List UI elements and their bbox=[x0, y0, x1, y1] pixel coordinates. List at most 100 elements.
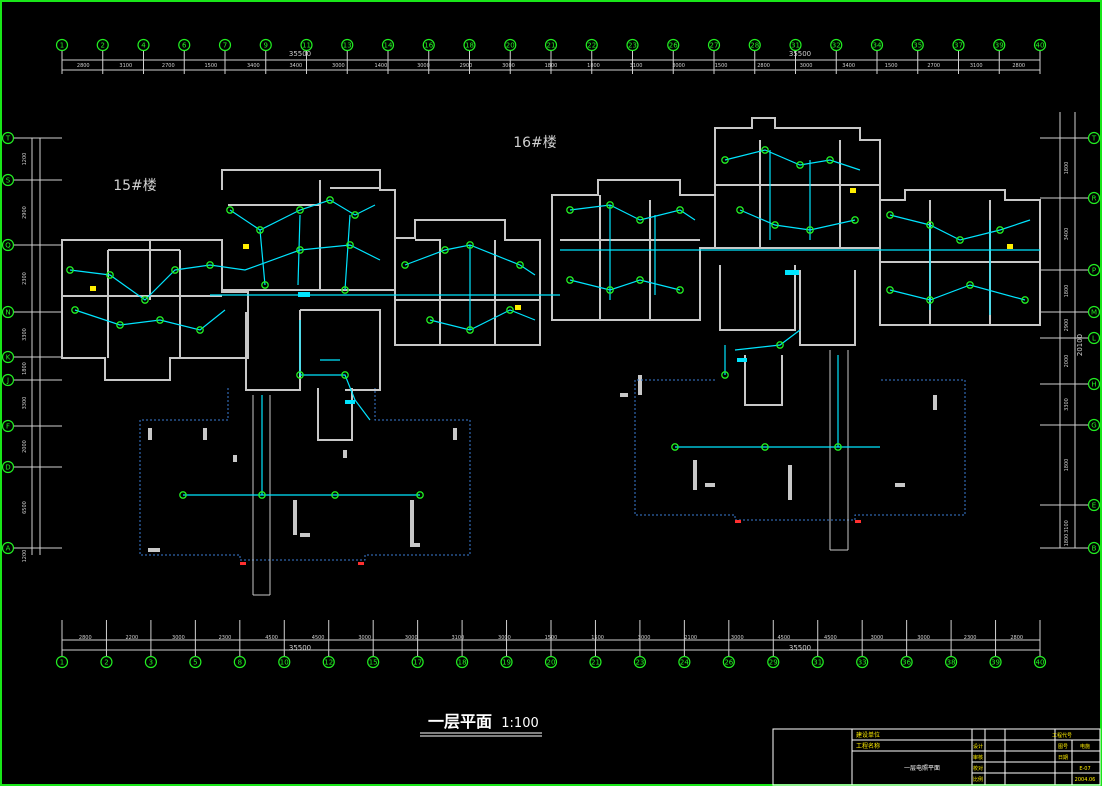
building-15-walls bbox=[61, 169, 541, 441]
light-fixture-7 bbox=[156, 316, 164, 324]
bottom-dim-18: 3000 bbox=[917, 635, 930, 641]
title-block-cell-9: 2004.06 bbox=[1075, 777, 1096, 783]
left-dimension-band bbox=[31, 138, 41, 555]
right-dim-0: 1800 bbox=[1064, 162, 1070, 175]
light-fixture-25 bbox=[179, 491, 187, 499]
top-dim-12: 1800 bbox=[587, 63, 600, 69]
top-axis-0-bubble bbox=[55, 38, 69, 52]
light-fixture-40 bbox=[761, 146, 769, 154]
bottom-dim-6: 3000 bbox=[358, 635, 371, 641]
bottom-axis-19: 36 bbox=[902, 659, 911, 667]
left-axis-markers: TSQNKJFDA1200290023003300180033002000650… bbox=[1, 131, 62, 562]
left-axis-2: Q bbox=[5, 242, 11, 250]
light-fixture-58 bbox=[721, 371, 729, 379]
bottom-axis-11-bubble bbox=[544, 655, 558, 669]
bottom-dim-0: 2800 bbox=[79, 635, 92, 641]
bottom-axis-4: 8 bbox=[238, 659, 242, 667]
bottom-axis-9-bubble bbox=[455, 655, 469, 669]
top-axis-7: 13 bbox=[343, 42, 352, 50]
top-dim-9: 2900 bbox=[460, 63, 473, 69]
bottom-axis-12-bubble bbox=[589, 655, 602, 669]
top-axis-18: 31 bbox=[791, 42, 800, 50]
right-dim-5: 3300 bbox=[1064, 398, 1070, 411]
top-dim-0: 2800 bbox=[77, 63, 90, 69]
bottom-dim-17: 3000 bbox=[871, 635, 884, 641]
light-fixture-41 bbox=[796, 161, 804, 169]
building-15-lower-boundary bbox=[148, 428, 457, 552]
bottom-dim-19: 2300 bbox=[964, 635, 977, 641]
top-axis-23: 39 bbox=[995, 42, 1004, 50]
light-fixture-52 bbox=[926, 296, 934, 304]
title-block-cell-1: 设计 bbox=[973, 743, 983, 750]
right-axis-1-bubble bbox=[1087, 191, 1101, 205]
top-axis-4-bubble bbox=[218, 38, 232, 52]
left-dim-2: 2300 bbox=[22, 272, 28, 285]
bottom-axis-14-bubble bbox=[678, 655, 691, 669]
top-total-right: 35500 bbox=[789, 50, 811, 58]
top-axis-15: 26 bbox=[669, 42, 678, 50]
top-axis-5-bubble bbox=[259, 38, 272, 52]
building-16-label: 16#楼 bbox=[513, 135, 557, 151]
bottom-axis-13: 23 bbox=[635, 659, 644, 667]
top-axis-24: 40 bbox=[1036, 42, 1045, 50]
left-axis-8: A bbox=[6, 545, 11, 553]
top-dim-2: 2700 bbox=[162, 63, 175, 69]
title-block-cell-2: 图号 bbox=[1058, 744, 1068, 750]
top-axis-21-bubble bbox=[911, 38, 924, 52]
top-dim-6: 3000 bbox=[332, 63, 345, 69]
light-fixture-22 bbox=[426, 316, 434, 324]
light-fixture-46 bbox=[851, 216, 859, 224]
top-axis-16-bubble bbox=[707, 38, 721, 52]
left-axis-4-bubble bbox=[1, 350, 15, 364]
top-dim-8: 3000 bbox=[417, 63, 430, 69]
bottom-axis-8-bubble bbox=[411, 655, 424, 669]
light-fixture-3 bbox=[171, 266, 179, 274]
top-axis-1: 2 bbox=[101, 42, 105, 50]
light-fixture-13 bbox=[351, 211, 359, 219]
light-fixture-37 bbox=[636, 276, 644, 284]
left-axis-8-bubble bbox=[1, 541, 15, 555]
bottom-dim-15: 4500 bbox=[777, 635, 790, 641]
top-dim-1: 3100 bbox=[119, 63, 132, 69]
building-15-label: 15#楼 bbox=[113, 178, 157, 194]
top-axis-24-bubble bbox=[1033, 38, 1047, 52]
bottom-axis-12: 21 bbox=[591, 659, 600, 667]
bottom-axis-17-bubble bbox=[811, 655, 824, 669]
left-axis-5: J bbox=[6, 377, 9, 385]
bottom-dim-13: 2100 bbox=[684, 635, 697, 641]
top-axis-20-bubble bbox=[870, 38, 884, 52]
light-fixture-48 bbox=[926, 221, 934, 229]
top-dim-14: 3000 bbox=[672, 63, 685, 69]
left-axis-0: T bbox=[5, 135, 11, 143]
light-fixture-24 bbox=[506, 306, 514, 314]
light-fixture-2 bbox=[141, 296, 149, 304]
bottom-axis-13-bubble bbox=[633, 655, 647, 669]
bottom-dim-10: 1500 bbox=[545, 635, 558, 641]
bottom-axis-1: 2 bbox=[104, 659, 108, 667]
light-fixture-50 bbox=[996, 226, 1004, 234]
left-axis-6: F bbox=[6, 423, 10, 431]
top-axis-13: 22 bbox=[587, 42, 596, 50]
top-axis-3: 6 bbox=[182, 42, 187, 50]
top-axis-23-bubble bbox=[993, 38, 1006, 52]
light-fixture-55 bbox=[671, 443, 679, 451]
top-axis-18-bubble bbox=[789, 38, 802, 52]
bottom-dim-8: 3100 bbox=[451, 635, 464, 641]
bottom-dim-16: 4500 bbox=[824, 635, 837, 641]
top-dim-11: 1800 bbox=[545, 63, 558, 69]
bottom-axis-0-bubble bbox=[55, 655, 69, 669]
light-fixture-4 bbox=[206, 261, 214, 269]
top-axis-13-bubble bbox=[585, 38, 598, 52]
right-dimension-band bbox=[1059, 112, 1076, 548]
top-axis-19: 32 bbox=[832, 42, 841, 50]
top-axis-21: 35 bbox=[913, 42, 922, 50]
left-dim-7: 6500 bbox=[22, 501, 28, 514]
bottom-axis-1-bubble bbox=[100, 655, 113, 669]
bottom-axis-10: 19 bbox=[502, 659, 511, 667]
right-dim-6: 1800 bbox=[1064, 459, 1070, 472]
bottom-dim-9: 3000 bbox=[498, 635, 511, 641]
top-axis-17: 28 bbox=[750, 42, 759, 50]
bottom-axis-7: 15 bbox=[369, 659, 378, 667]
